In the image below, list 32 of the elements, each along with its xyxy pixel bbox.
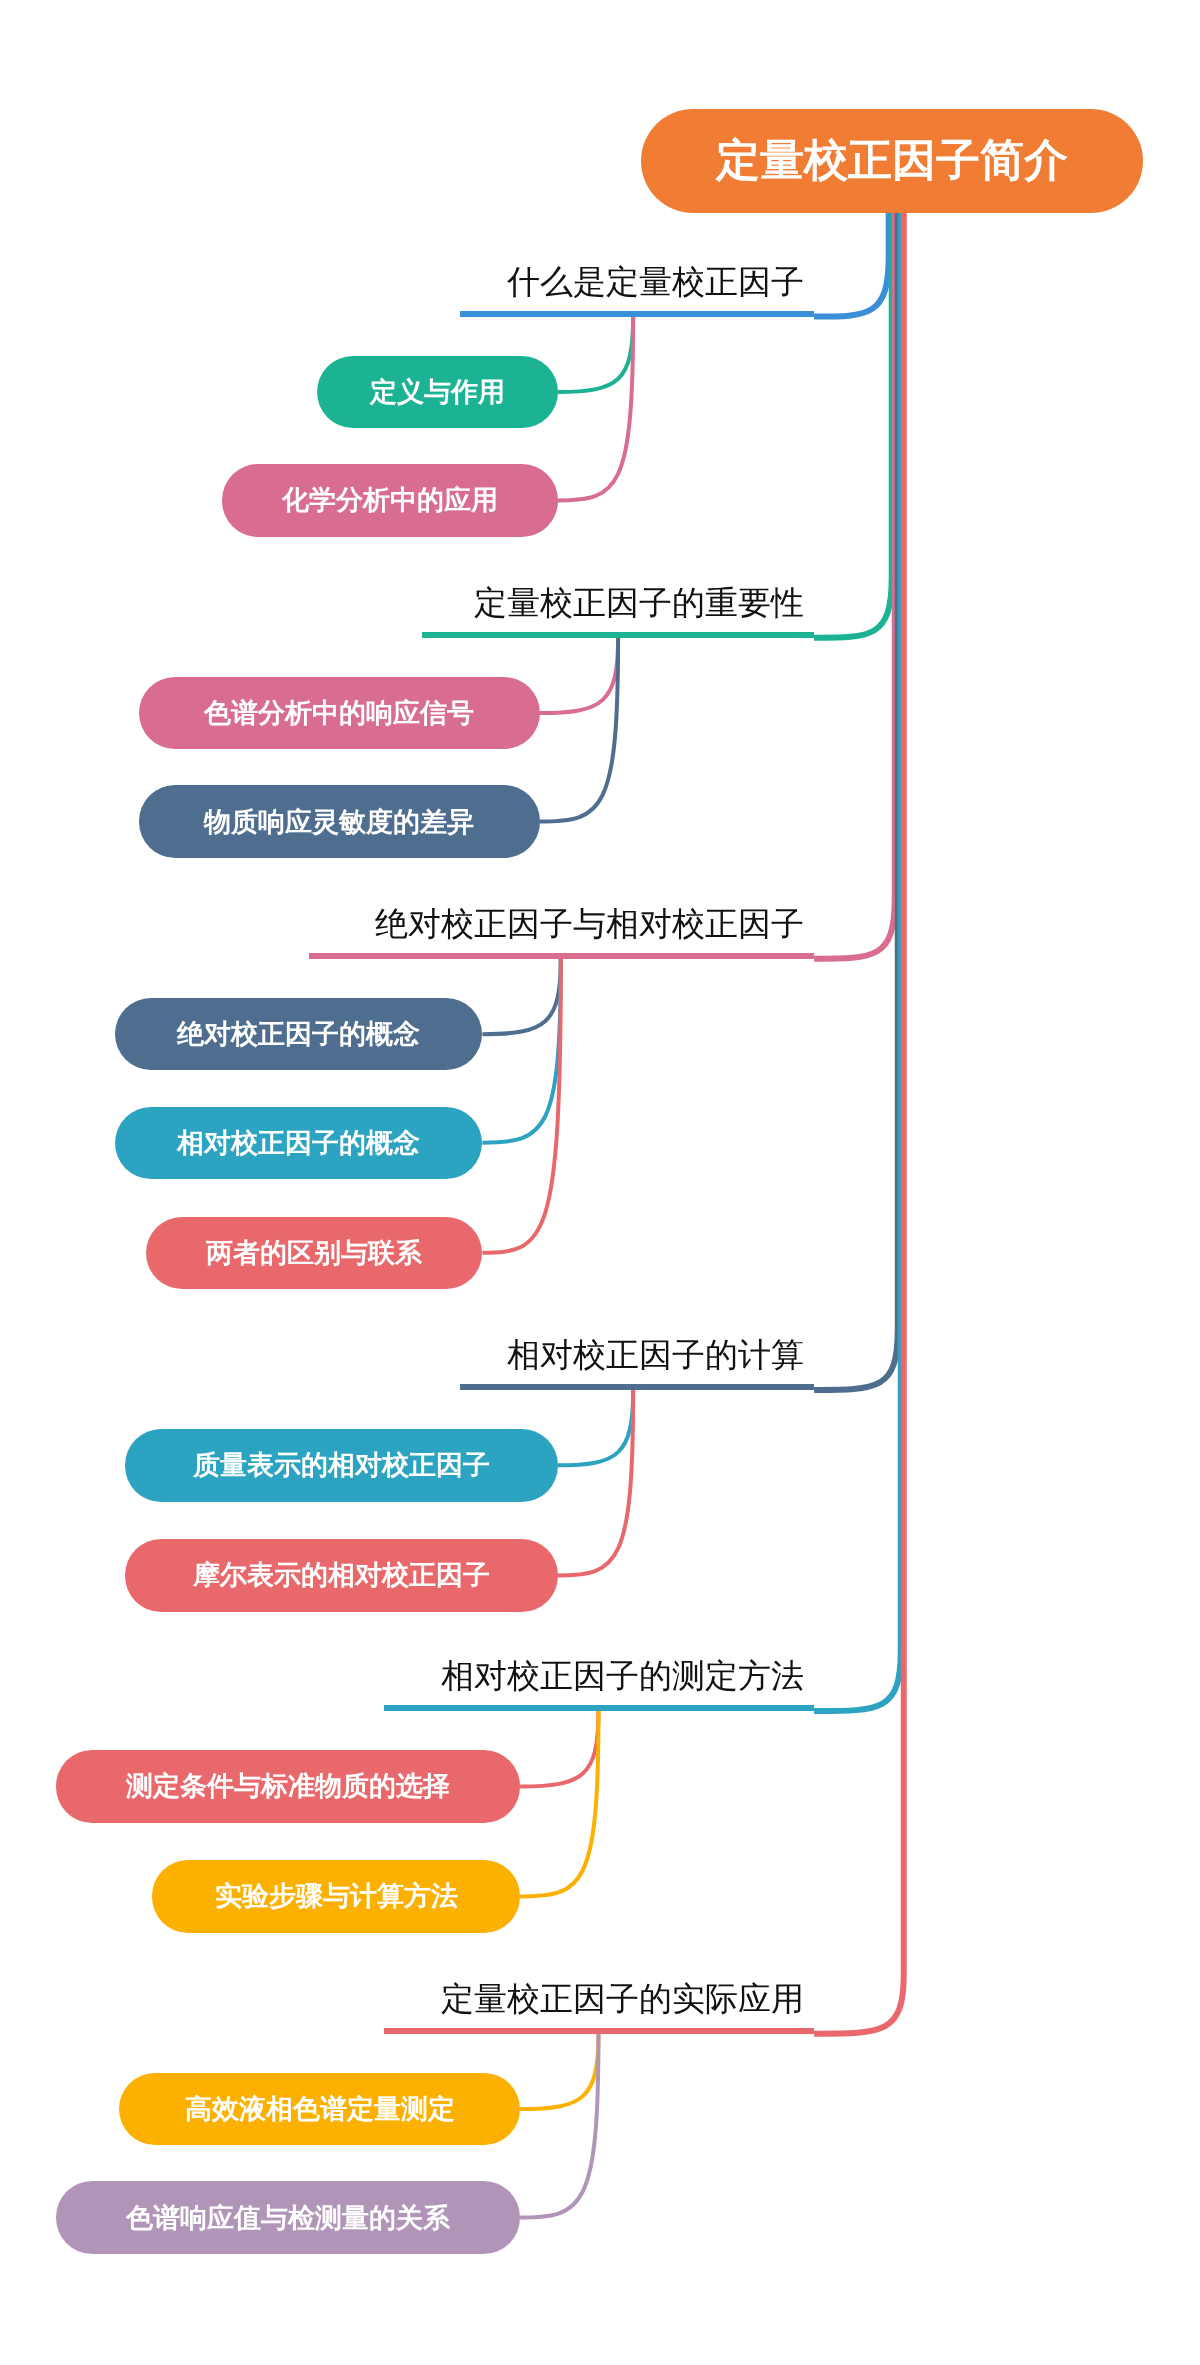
subtopic-pill: 相对校正因子的概念 bbox=[114, 1106, 483, 1179]
branch-line bbox=[814, 212, 895, 641]
branch-line bbox=[814, 212, 904, 1715]
topic-heading: 相对校正因子的测定方法 bbox=[384, 1650, 815, 1712]
topic-heading: 定量校正因子的实际应用 bbox=[384, 1973, 815, 2034]
branch-line bbox=[557, 1389, 636, 1578]
topic-heading: 什么是定量校正因子 bbox=[459, 256, 815, 317]
topic-heading: 绝对校正因子与相对校正因子 bbox=[309, 898, 815, 959]
subtopic-pill: 绝对校正因子的概念 bbox=[114, 998, 483, 1071]
subtopic-pill: 物质响应灵敏度的差异 bbox=[138, 785, 540, 858]
subtopic-pill: 摩尔表示的相对校正因子 bbox=[125, 1539, 558, 1612]
central-topic-box: 定量校正因子简介 bbox=[640, 108, 1143, 213]
subtopic-pill: 色谱响应值与检测量的关系 bbox=[55, 2181, 521, 2254]
subtopic-pill: 定义与作用 bbox=[316, 355, 558, 429]
branch-line bbox=[814, 212, 892, 320]
branch-line bbox=[814, 212, 898, 962]
branch-line bbox=[814, 212, 901, 1393]
subtopic-pill: 高效液相色谱定量测定 bbox=[119, 2072, 521, 2146]
branch-line bbox=[557, 316, 636, 503]
subtopic-pill: 色谱分析中的响应信号 bbox=[138, 676, 540, 750]
branch-line bbox=[520, 2033, 601, 2220]
subtopic-pill: 质量表示的相对校正因子 bbox=[125, 1429, 558, 1502]
subtopic-pill: 测定条件与标准物质的选择 bbox=[55, 1750, 521, 1823]
branch-line bbox=[520, 1711, 601, 1899]
subtopic-pill: 化学分析中的应用 bbox=[221, 464, 558, 537]
branch-line bbox=[482, 958, 563, 1255]
branch-line bbox=[539, 637, 621, 824]
topic-heading: 定量校正因子的重要性 bbox=[422, 577, 815, 638]
subtopic-pill: 实验步骤与计算方法 bbox=[152, 1860, 521, 1933]
topic-heading: 相对校正因子的计算 bbox=[459, 1329, 815, 1390]
branch-line bbox=[814, 212, 907, 2037]
subtopic-pill: 两者的区别与联系 bbox=[146, 1216, 483, 1289]
